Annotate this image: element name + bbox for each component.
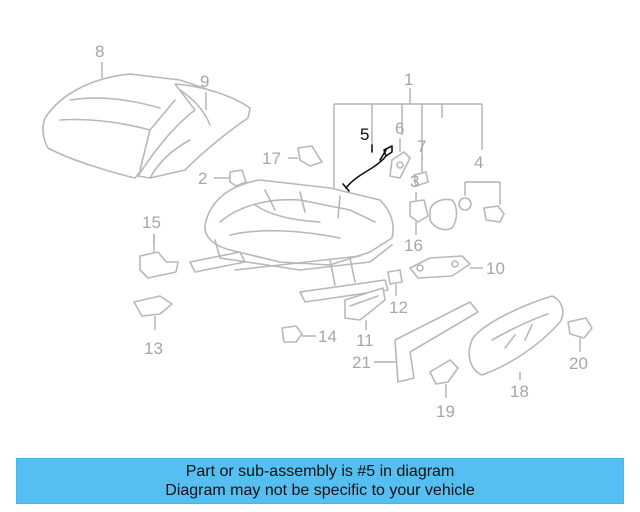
label-11: 11 — [356, 331, 374, 350]
label-21: 21 — [352, 353, 371, 372]
part-20-knob[interactable] — [567, 317, 593, 352]
part-18-side-cover[interactable] — [468, 295, 564, 380]
part-11-trim[interactable] — [344, 287, 386, 330]
label-19: 19 — [436, 402, 455, 421]
label-7: 7 — [417, 137, 426, 156]
part-10-track[interactable] — [409, 255, 483, 279]
part-21-frame-wire[interactable] — [374, 301, 479, 383]
banner-line-2: Diagram may not be specific to your vehi… — [165, 482, 475, 499]
label-6: 6 — [395, 119, 404, 138]
info-banner: Part or sub-assembly is #5 in diagram Di… — [16, 458, 624, 504]
label-3: 3 — [410, 172, 419, 191]
label-4: 4 — [474, 153, 483, 172]
part-19-clip[interactable] — [429, 359, 459, 398]
part-16-bracket[interactable] — [409, 199, 429, 235]
part-9-cushion-cover[interactable] — [137, 83, 251, 179]
part-1-bracket — [333, 88, 483, 188]
label-9: 9 — [200, 72, 209, 91]
part-17-bracket[interactable] — [288, 145, 323, 167]
label-13: 13 — [144, 339, 163, 358]
part-7-clip[interactable] — [413, 171, 429, 187]
label-8: 8 — [95, 42, 104, 61]
label-12: 12 — [389, 298, 408, 317]
label-17: 17 — [262, 149, 281, 168]
part-14-connector[interactable] — [281, 325, 316, 343]
part-2-fastener[interactable] — [214, 169, 247, 187]
part-3-motor[interactable] — [415, 192, 458, 231]
label-14: 14 — [318, 327, 337, 346]
label-16: 16 — [404, 236, 423, 255]
part-6-lever[interactable] — [389, 151, 411, 179]
label-10: 10 — [486, 259, 505, 278]
label-1: 1 — [404, 70, 413, 89]
part-13-cover[interactable] — [133, 295, 173, 330]
part-15-bracket[interactable] — [139, 234, 179, 279]
banner-line-1: Part or sub-assembly is #5 in diagram — [185, 463, 455, 480]
part-5-cable-highlighted[interactable] — [342, 144, 393, 192]
label-18: 18 — [510, 382, 529, 401]
label-15: 15 — [142, 213, 161, 232]
seat-frame[interactable] — [189, 179, 394, 303]
label-20: 20 — [569, 354, 588, 373]
label-2: 2 — [198, 169, 207, 188]
part-4-bolt-nut[interactable] — [458, 181, 505, 223]
parts-diagram: 8 9 1 5 6 7 4 3 17 2 15 16 10 12 11 14 1… — [42, 42, 593, 421]
part-12-switch[interactable] — [387, 269, 403, 296]
label-5: 5 — [360, 125, 369, 144]
